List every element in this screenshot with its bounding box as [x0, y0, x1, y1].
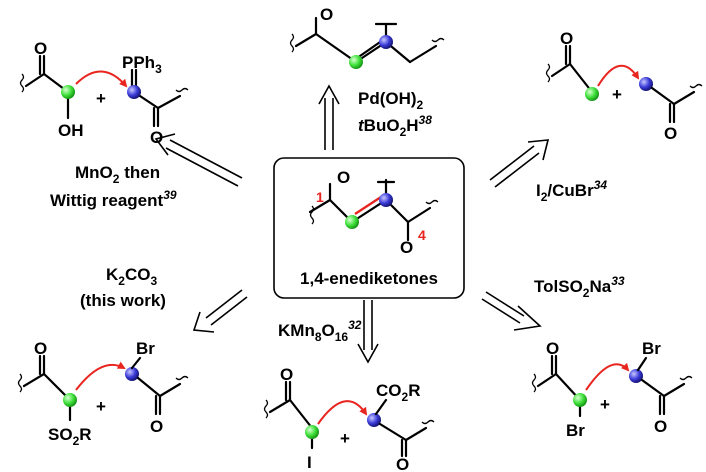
atom-oxygen: O	[150, 128, 163, 147]
bottom-center-reaction: KMn8O1632 O I + CO2R O	[263, 300, 435, 472]
green-atom	[305, 425, 319, 439]
atom-phosphorus: PPh3	[122, 53, 162, 76]
wavy-bond	[175, 87, 189, 93]
wavy-bond	[531, 373, 537, 393]
position-4-label: 4	[418, 227, 426, 243]
center-panel: O O 1 4 1,4-enediketones	[273, 157, 465, 299]
wavy-bond	[425, 199, 439, 205]
double-bond-highlight	[354, 193, 385, 216]
arrow-head	[357, 343, 379, 364]
bottom-right-reagent: TolSO2Na33	[534, 274, 625, 300]
wavy-bond	[289, 33, 295, 53]
arrow-head	[513, 305, 542, 331]
plus-sign: +	[340, 429, 350, 448]
arrow-shaft	[169, 139, 243, 179]
atom-bromine: Br	[642, 339, 661, 358]
arrow-shaft	[494, 152, 540, 188]
wavy-bond	[19, 73, 25, 93]
wavy-bond	[263, 399, 269, 419]
wavy-bond	[545, 63, 551, 83]
arrow-shaft	[481, 298, 521, 324]
atom-oxygen: O	[34, 339, 47, 358]
this-work-note: (this work)	[80, 291, 166, 310]
top-left-reagent-line1: MnO2 then	[75, 163, 160, 186]
top-left-reagent-line2: Wittig reagent39	[50, 188, 177, 210]
red-curved-arrow	[75, 361, 126, 391]
arrow-head	[527, 139, 550, 161]
bottom-left-reaction: K2CO3 (this work) O SO2R + Br O	[17, 265, 248, 448]
atom-bromine: Br	[136, 339, 155, 358]
green-atom	[349, 55, 363, 69]
top-right-reaction: O + O I2/CuBr34	[489, 29, 703, 204]
top-reaction: O Pd(OH)2 tBuO2H38	[289, 5, 445, 150]
arrow-head	[154, 133, 176, 156]
atom-ester: CO2R	[376, 381, 420, 404]
atom-oxygen: O	[546, 339, 559, 358]
wavy-bond	[689, 83, 703, 89]
arrow-shaft	[485, 291, 525, 317]
blue-atom	[367, 413, 381, 427]
wavy-bond	[431, 37, 445, 43]
red-curved-arrow	[585, 362, 630, 391]
arrow-shaft	[165, 147, 239, 187]
red-curved-arrow	[597, 65, 640, 87]
top-reagent-line1: Pd(OH)2	[358, 89, 424, 112]
arrow-head	[318, 84, 340, 105]
position-1-label: 1	[316, 189, 324, 205]
atom-oxygen: O	[400, 238, 413, 257]
center-box	[273, 157, 465, 299]
wavy-bond	[421, 419, 435, 425]
green-atom	[345, 215, 359, 229]
atom-hydroxyl: OH	[58, 121, 84, 140]
red-curved-arrow	[75, 70, 128, 88]
atom-bromine: Br	[566, 421, 585, 440]
wavy-bond	[175, 375, 189, 381]
atom-iodine: I	[307, 453, 312, 472]
blue-atom	[127, 85, 141, 99]
bottom-right-reaction: TolSO2Na33 O Br + Br O	[481, 274, 693, 440]
top-right-reagent: I2/CuBr34	[536, 178, 607, 204]
wavy-bond	[17, 373, 23, 393]
green-atom	[61, 85, 75, 99]
atom-oxygen: O	[664, 124, 677, 143]
top-left-reaction: O OH + PPh3 O MnO2 then Wittig reagent39	[19, 39, 243, 210]
wavy-bond	[679, 375, 693, 381]
blue-atom	[125, 367, 139, 381]
blue-atom	[639, 77, 653, 91]
atom-sulfonyl: SO2R	[48, 425, 92, 448]
atom-oxygen: O	[150, 417, 163, 436]
blue-atom	[379, 193, 393, 207]
blue-atom	[629, 369, 643, 383]
blue-atom	[379, 35, 393, 49]
center-label: 1,4-enediketones	[300, 269, 438, 288]
arrow-shaft	[205, 289, 243, 319]
atom-oxygen: O	[34, 39, 47, 58]
plus-sign: +	[612, 85, 622, 104]
bottom-left-reagent: K2CO3	[106, 265, 157, 288]
green-atom	[573, 393, 587, 407]
arrow-head	[192, 311, 215, 333]
atom-oxygen: O	[396, 455, 409, 472]
arrow-shaft	[210, 296, 248, 326]
green-atom	[63, 393, 77, 407]
top-reagent-line2: tBuO2H38	[358, 113, 432, 139]
arrow-shaft	[489, 145, 535, 181]
atom-oxygen: O	[337, 168, 350, 187]
atom-oxygen: O	[654, 417, 667, 436]
atom-oxygen: O	[280, 365, 293, 384]
atom-oxygen: O	[320, 5, 333, 24]
green-atom	[585, 87, 599, 101]
bottom-center-reagent: KMn8O1632	[278, 318, 362, 344]
red-curved-arrow	[317, 400, 368, 425]
plus-sign: +	[96, 397, 106, 416]
atom-oxygen: O	[560, 29, 573, 48]
plus-sign: +	[600, 395, 610, 414]
plus-sign: +	[96, 89, 106, 108]
